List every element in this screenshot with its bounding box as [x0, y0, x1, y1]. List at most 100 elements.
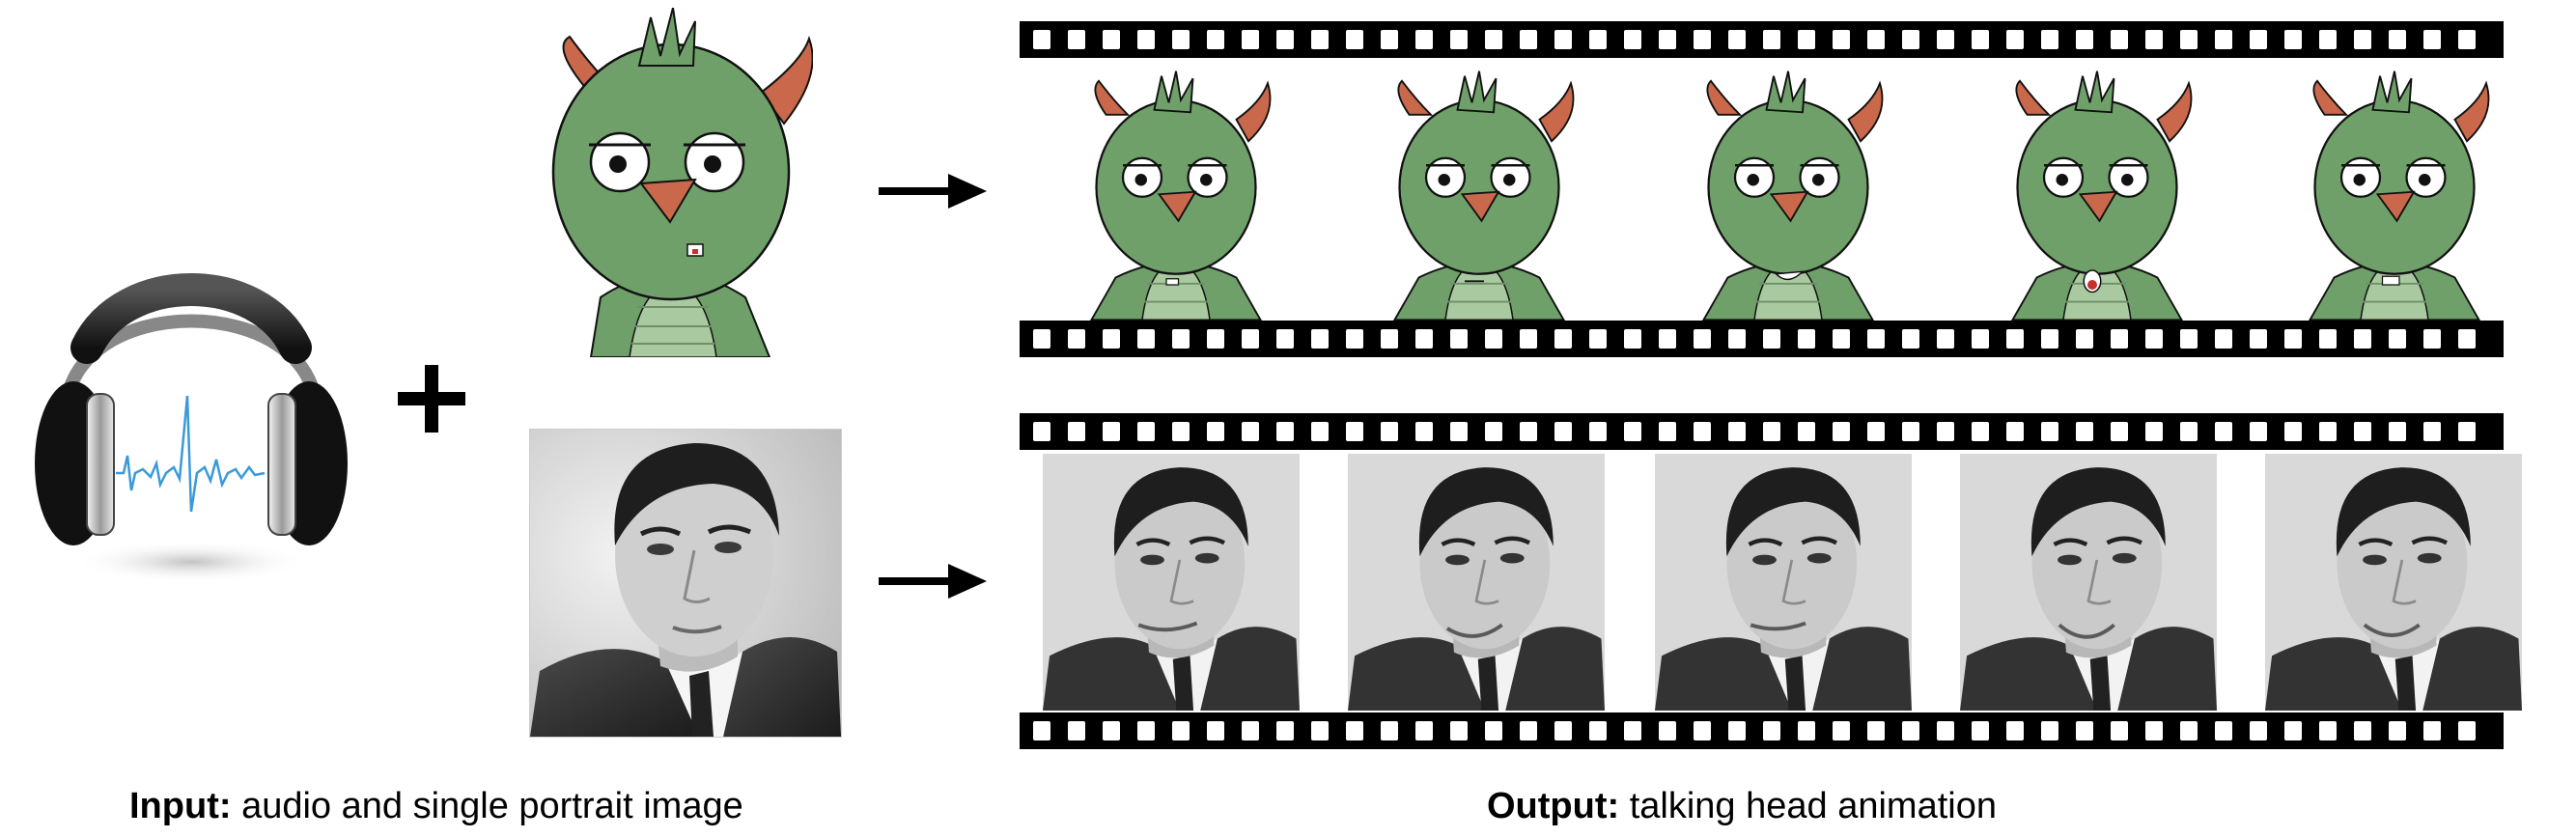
sprocket-hole [1346, 422, 1363, 441]
sprocket-hole [2041, 30, 2058, 49]
sprocket-hole [1589, 422, 1607, 441]
sprocket-hole [1833, 30, 1850, 49]
sprocket-hole [1694, 30, 1711, 49]
sprocket-hole [2111, 30, 2128, 49]
photo-output-frame [2265, 454, 2522, 711]
sprocket-hole [1867, 721, 1885, 740]
sprocket-hole [1867, 329, 1885, 349]
photo-output-frame [1960, 454, 2217, 711]
sprocket-hole [1694, 721, 1711, 740]
sprocket-hole [1798, 721, 1815, 740]
sprocket-hole [1033, 30, 1050, 49]
sprocket-hole [1068, 329, 1085, 349]
sprocket-hole [1415, 329, 1433, 349]
sprocket-hole [1485, 422, 1502, 441]
photo-output-frame [1348, 454, 1605, 711]
sprocket-hole [1659, 30, 1676, 49]
sprocket-hole [1311, 422, 1329, 441]
sprocket-hole [2354, 30, 2371, 49]
sprocket-hole [2250, 329, 2267, 349]
sprocket-hole [1833, 329, 1850, 349]
sprocket-hole [1520, 30, 1537, 49]
sprocket-hole [1972, 30, 1989, 49]
sprocket-hole [1450, 30, 1468, 49]
film-strip-top-2 [1020, 413, 2504, 450]
sprocket-hole [1242, 422, 1259, 441]
sprocket-hole [2006, 422, 2024, 441]
sprocket-hole [1554, 721, 1572, 740]
sprocket-hole [1242, 329, 1259, 349]
input-photo-portrait [529, 429, 842, 738]
sprocket-hole [2180, 30, 2198, 49]
sprocket-hole [1833, 422, 1850, 441]
sprocket-hole [2458, 422, 2476, 441]
sprocket-hole [1172, 329, 1190, 349]
sprocket-hole [1276, 329, 1294, 349]
sprocket-hole [1033, 721, 1050, 740]
sprocket-hole [2076, 30, 2093, 49]
sprocket-hole [1902, 30, 1919, 49]
sprocket-hole [1033, 422, 1050, 441]
sprocket-hole [1728, 329, 1746, 349]
sprocket-hole [1763, 30, 1780, 49]
sprocket-hole [1972, 422, 1989, 441]
sprocket-hole [1068, 30, 1085, 49]
sprocket-hole [1207, 30, 1224, 49]
sprocket-hole [2423, 721, 2441, 740]
sprocket-hole [1902, 721, 1919, 740]
sprocket-hole [1381, 329, 1398, 349]
sprocket-hole [2145, 329, 2163, 349]
sprocket-hole [2389, 422, 2406, 441]
sprocket-hole [1798, 422, 1815, 441]
sprocket-hole [2284, 422, 2302, 441]
sprocket-hole [1589, 30, 1607, 49]
sprocket-hole [2250, 422, 2267, 441]
sprocket-hole [1554, 329, 1572, 349]
sprocket-hole [2284, 329, 2302, 349]
sprocket-hole [1485, 721, 1502, 740]
sprocket-hole [1763, 422, 1780, 441]
sprocket-hole [1242, 721, 1259, 740]
sprocket-hole [2354, 721, 2371, 740]
output-caption: Output: talking head animation [1487, 786, 1997, 827]
sprocket-hole [2180, 329, 2198, 349]
sprocket-hole [2458, 329, 2476, 349]
sprocket-hole [1311, 329, 1329, 349]
headphones-icon [27, 232, 355, 589]
sprocket-hole [1798, 30, 1815, 49]
input-caption: Input: audio and single portrait image [129, 786, 743, 827]
sprocket-hole [2389, 30, 2406, 49]
cartoon-output-frame [1079, 66, 1273, 321]
sprocket-hole [1137, 329, 1155, 349]
sprocket-hole [2006, 30, 2024, 49]
sprocket-hole [1833, 721, 1850, 740]
sprocket-hole [2319, 30, 2337, 49]
sprocket-hole [1068, 721, 1085, 740]
sprocket-hole [2458, 30, 2476, 49]
sprocket-hole [2041, 329, 2058, 349]
input-cartoon-portrait [533, 8, 813, 357]
plus-icon [398, 365, 465, 433]
sprocket-hole [2145, 721, 2163, 740]
sprocket-hole [1381, 30, 1398, 49]
photo-output-frame [1655, 454, 1912, 711]
sprocket-hole [1902, 422, 1919, 441]
sprocket-hole [2458, 721, 2476, 740]
sprocket-hole [1659, 721, 1676, 740]
sprocket-hole [2111, 422, 2128, 441]
sprocket-hole [1346, 329, 1363, 349]
sprocket-hole [1937, 30, 1954, 49]
sprocket-hole [1172, 30, 1190, 49]
sprocket-hole [1728, 30, 1746, 49]
sprocket-hole [1937, 422, 1954, 441]
sprocket-hole [2354, 422, 2371, 441]
sprocket-hole [1624, 422, 1641, 441]
sprocket-hole [2041, 422, 2058, 441]
sprocket-hole [1450, 422, 1468, 441]
sprocket-hole [1763, 721, 1780, 740]
sprocket-hole [2250, 721, 2267, 740]
sprocket-hole [1346, 721, 1363, 740]
sprocket-hole [1311, 721, 1329, 740]
cartoon-output-frame [2298, 66, 2491, 321]
sprocket-hole [2215, 30, 2232, 49]
